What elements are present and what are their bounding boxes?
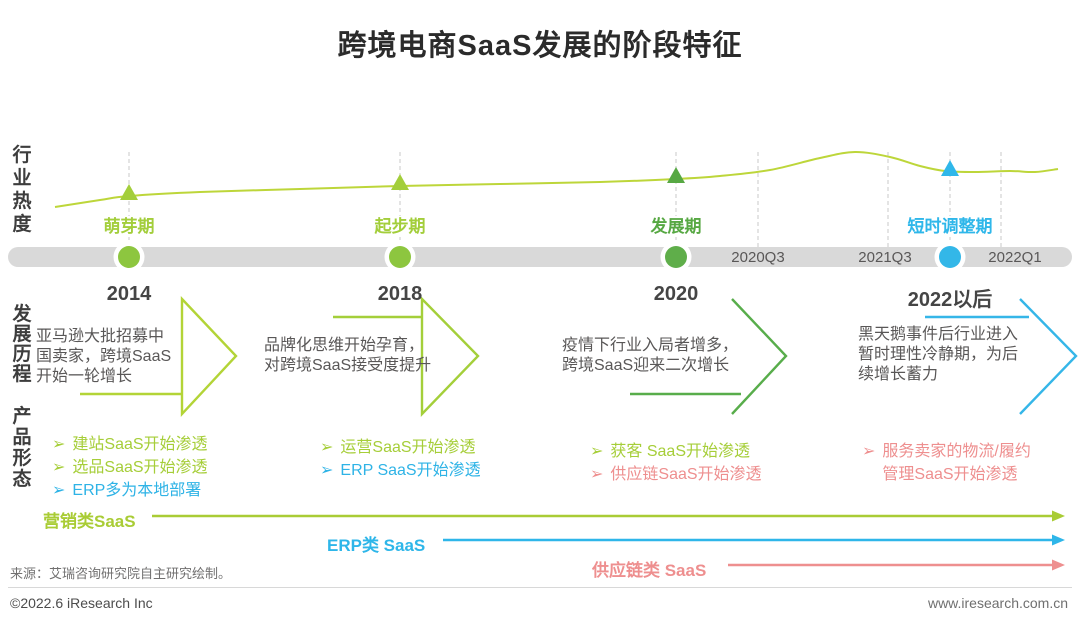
stage-marker-triangle-icon (391, 174, 409, 190)
bullet-item: ➢ ERP多为本地部署 (52, 479, 208, 502)
footer-website: www.iresearch.com.cn (927, 595, 1068, 611)
bullet-arrow-icon: ➢ (320, 439, 334, 456)
bullet-text: 选品SaaS开始渗透 (72, 459, 208, 476)
product-bullets-2020: ➢ 获客 SaaS开始渗透 ➢ 供应链SaaS开始渗透 (590, 440, 762, 486)
stage-marker-triangle-icon (941, 160, 959, 176)
category-arrowhead-icon (1052, 510, 1065, 522)
bullet-text: 获客 SaaS开始渗透 (610, 443, 750, 460)
bullet-arrow-icon: ➢ (52, 459, 66, 476)
development-stage-arrow (925, 298, 1078, 415)
footer-divider (8, 587, 1072, 588)
source-note: 来源：艾瑞咨询研究院自主研究绘制。 (10, 566, 232, 581)
product-bullets-2018: ➢ 运营SaaS开始渗透 ➢ ERP SaaS开始渗透 (320, 436, 481, 482)
industry-heat-curve (54, 150, 1059, 208)
development-stage-arrow (333, 296, 480, 417)
stage-description-2014: 亚马逊大批招募中 国卖家，跨境SaaS 开始一轮增长 (36, 328, 172, 385)
stage-label-growth: 发展期 (647, 216, 705, 237)
category-arrowhead-icon (1052, 559, 1065, 571)
stage-label-startup: 起步期 (371, 216, 429, 237)
stage-label-adjustment: 短时调整期 (904, 216, 996, 237)
row-label-development-history: 发展历程 (12, 304, 32, 385)
bullet-arrow-icon: ➢ (52, 436, 66, 453)
bullet-item: ➢ ERP SaaS开始渗透 (320, 459, 481, 482)
stage-label-sprout: 萌芽期 (100, 216, 158, 237)
footer-copyright: ©2022.6 iResearch Inc (10, 595, 153, 611)
product-bullets-2014: ➢ 建站SaaS开始渗透 ➢ 选品SaaS开始渗透 ➢ ERP多为本地部署 (52, 433, 208, 502)
bullet-item: ➢ 选品SaaS开始渗透 (52, 456, 208, 479)
timeline-tick-2020q3: 2020Q3 (731, 249, 785, 266)
bullet-text: 服务卖家的物流/履约 管理SaaS开始渗透 (882, 443, 1031, 483)
stage-year-2022: 2022以后 (907, 289, 993, 311)
bullet-arrow-icon: ➢ (590, 466, 604, 483)
bullet-item: ➢ 建站SaaS开始渗透 (52, 433, 208, 456)
row-label-product-form: 产品形态 (12, 406, 32, 490)
timeline-dot (118, 246, 140, 268)
timeline-dot (665, 246, 687, 268)
bullet-item: ➢ 服务卖家的物流/履约 管理SaaS开始渗透 (862, 440, 1031, 486)
stage-marker-triangle-icon (667, 167, 685, 183)
bullet-text: ERP多为本地部署 (72, 482, 202, 499)
bullet-item: ➢ 供应链SaaS开始渗透 (590, 463, 762, 486)
row-label-industry-heat: 行业热度 (12, 145, 32, 235)
stage-year-2014: 2014 (106, 283, 152, 305)
category-label-erp-saas: ERP类 SaaS (327, 536, 426, 555)
category-label-supplychain-saas: 供应链类 SaaS (592, 561, 707, 580)
bullet-text: 运营SaaS开始渗透 (340, 439, 476, 456)
bullet-arrow-icon: ➢ (320, 462, 334, 479)
stage-year-2018: 2018 (377, 283, 423, 305)
stage-year-2020: 2020 (653, 283, 699, 305)
category-label-marketing-saas: 营销类SaaS (43, 512, 136, 531)
timeline-dot (939, 246, 961, 268)
bullet-text: ERP SaaS开始渗透 (340, 462, 481, 479)
stage-marker-triangle-icon (120, 184, 138, 200)
bullet-item: ➢ 运营SaaS开始渗透 (320, 436, 481, 459)
development-stage-arrow (80, 295, 238, 418)
bullet-text: 建站SaaS开始渗透 (72, 436, 208, 453)
stage-description-2022: 黑天鹅事件后行业进入 暂时理性冷静期，为后 续增长蓄力 (858, 326, 1019, 383)
page-title: 跨境电商SaaS发展的阶段特征 (337, 30, 743, 62)
bullet-arrow-icon: ➢ (862, 443, 876, 460)
bullet-text: 供应链SaaS开始渗透 (610, 466, 762, 483)
category-arrowhead-icon (1052, 534, 1065, 546)
bullet-arrow-icon: ➢ (52, 482, 66, 499)
stage-description-2018: 品牌化思维开始孕育， 对跨境SaaS接受度提升 (264, 337, 432, 374)
bullet-item: ➢ 获客 SaaS开始渗透 (590, 440, 762, 463)
timeline-tick-2021q3: 2021Q3 (858, 249, 912, 266)
timeline-dot (389, 246, 411, 268)
timeline-bar (8, 247, 1072, 267)
stage-description-2020: 疫情下行业入局者增多， 跨境SaaS迎来二次增长 (562, 337, 739, 374)
bullet-arrow-icon: ➢ (590, 443, 604, 460)
timeline-tick-2022q1: 2022Q1 (988, 249, 1042, 266)
product-bullets-2022: ➢ 服务卖家的物流/履约 管理SaaS开始渗透 (862, 440, 1031, 486)
development-stage-arrow (630, 298, 788, 415)
